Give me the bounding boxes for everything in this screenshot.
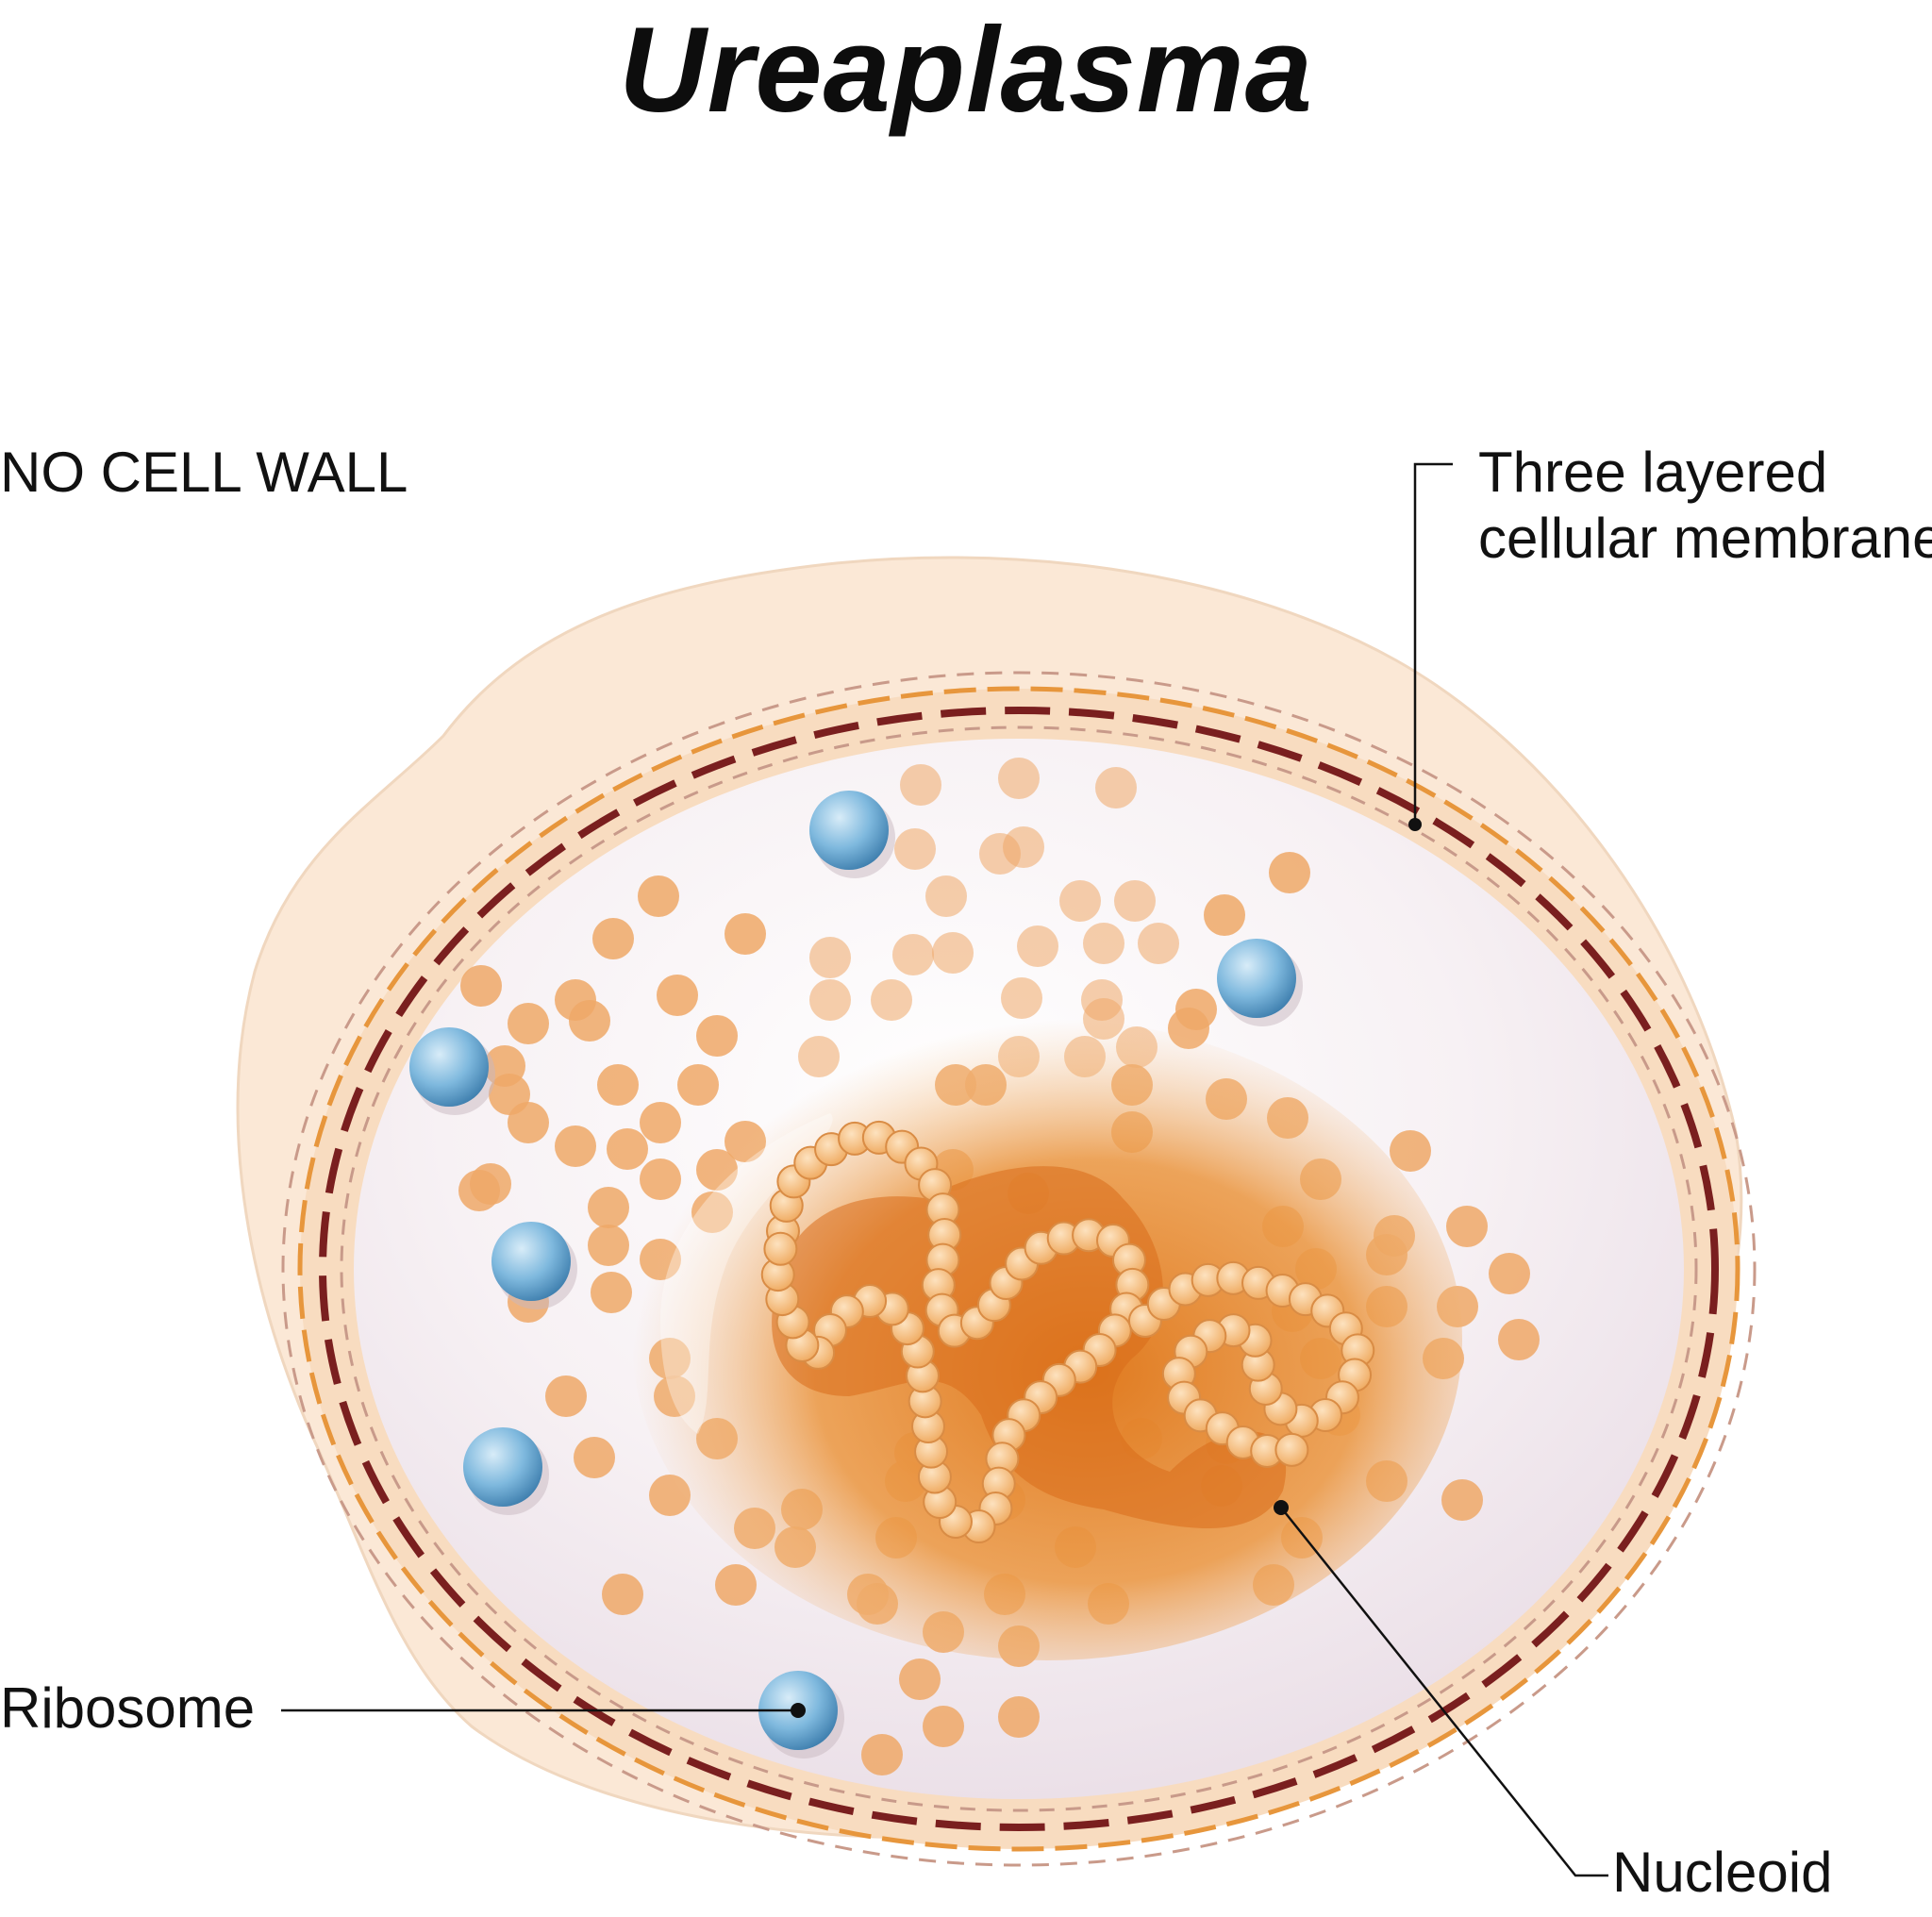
membrane-label: Three layered cellular membrane bbox=[1478, 440, 1932, 572]
granule bbox=[899, 1659, 941, 1700]
granule bbox=[1138, 923, 1179, 964]
granule bbox=[545, 1375, 587, 1417]
granule bbox=[591, 1272, 632, 1313]
ribosome-label: Ribosome bbox=[0, 1676, 256, 1740]
granule bbox=[923, 1706, 964, 1747]
diagram-title: Ureaplasma bbox=[619, 3, 1313, 138]
granule bbox=[925, 875, 967, 917]
membrane-leader-line bbox=[1413, 462, 1453, 825]
ribosomes bbox=[409, 791, 1303, 1759]
granule bbox=[1001, 977, 1042, 1019]
nucleoid-highlight bbox=[660, 1113, 833, 1434]
nucleoid-leader-dot bbox=[1274, 1500, 1289, 1515]
granule bbox=[1441, 1479, 1483, 1521]
granule bbox=[640, 1159, 681, 1200]
membrane-label-line2: cellular membrane bbox=[1478, 507, 1932, 570]
ribosome bbox=[409, 1027, 489, 1107]
granule bbox=[724, 913, 766, 955]
granule bbox=[1204, 894, 1245, 936]
granule bbox=[460, 965, 502, 1007]
granule bbox=[861, 1734, 903, 1775]
granule bbox=[892, 934, 934, 975]
dna-bead bbox=[763, 1231, 798, 1266]
granule bbox=[640, 1102, 681, 1143]
nucleoid-leader-line bbox=[1280, 1507, 1608, 1877]
granule bbox=[932, 932, 974, 974]
granule bbox=[1017, 925, 1058, 967]
granule bbox=[555, 1125, 596, 1167]
granule bbox=[638, 875, 679, 917]
granule bbox=[998, 1696, 1040, 1738]
granule bbox=[979, 833, 1021, 875]
no-cell-wall-label: NO CELL WALL bbox=[0, 441, 408, 504]
granule bbox=[597, 1064, 639, 1106]
membrane-inner-dash bbox=[340, 725, 1698, 1812]
granule bbox=[809, 937, 851, 978]
granule bbox=[1489, 1253, 1530, 1294]
granule bbox=[1269, 852, 1310, 893]
granule bbox=[602, 1574, 643, 1615]
granule bbox=[1446, 1206, 1488, 1247]
membrane-dark-layer bbox=[319, 707, 1719, 1831]
granule bbox=[508, 1102, 549, 1143]
ribosome bbox=[809, 791, 889, 870]
granule bbox=[696, 1015, 738, 1057]
ribosome-leader-dot bbox=[791, 1703, 806, 1718]
granule bbox=[1498, 1319, 1540, 1360]
granule bbox=[1095, 767, 1137, 808]
membrane-leader-dot bbox=[1408, 818, 1422, 831]
granule bbox=[588, 1187, 629, 1228]
ribosome bbox=[463, 1427, 542, 1507]
granule bbox=[871, 979, 912, 1021]
granule bbox=[458, 1170, 500, 1211]
ribosome bbox=[491, 1222, 571, 1301]
granule bbox=[592, 918, 634, 959]
granule bbox=[657, 975, 698, 1016]
granule bbox=[998, 758, 1040, 799]
nucleoid-dark-lobes bbox=[772, 1166, 1287, 1528]
granule bbox=[715, 1564, 757, 1606]
granule bbox=[1083, 923, 1124, 964]
dna-bead bbox=[1274, 1432, 1309, 1467]
granule bbox=[1114, 880, 1156, 922]
membrane-outer-dash bbox=[281, 671, 1757, 1867]
granule bbox=[574, 1437, 615, 1478]
nucleoid-label: Nucleoid bbox=[1612, 1841, 1833, 1904]
granule bbox=[508, 1003, 549, 1044]
granule bbox=[1390, 1130, 1431, 1172]
granule bbox=[900, 764, 941, 806]
granule bbox=[894, 828, 936, 870]
membrane-label-line1: Three layered bbox=[1478, 441, 1828, 504]
granule bbox=[588, 1225, 629, 1266]
granule bbox=[809, 979, 851, 1021]
granule bbox=[607, 1128, 648, 1170]
nucleoid-dna-chain bbox=[760, 1120, 1375, 1544]
granule bbox=[569, 1000, 610, 1042]
granule bbox=[1059, 880, 1101, 922]
ribosome bbox=[1217, 939, 1296, 1018]
granule bbox=[677, 1064, 719, 1106]
leader-lines bbox=[281, 462, 1608, 1877]
